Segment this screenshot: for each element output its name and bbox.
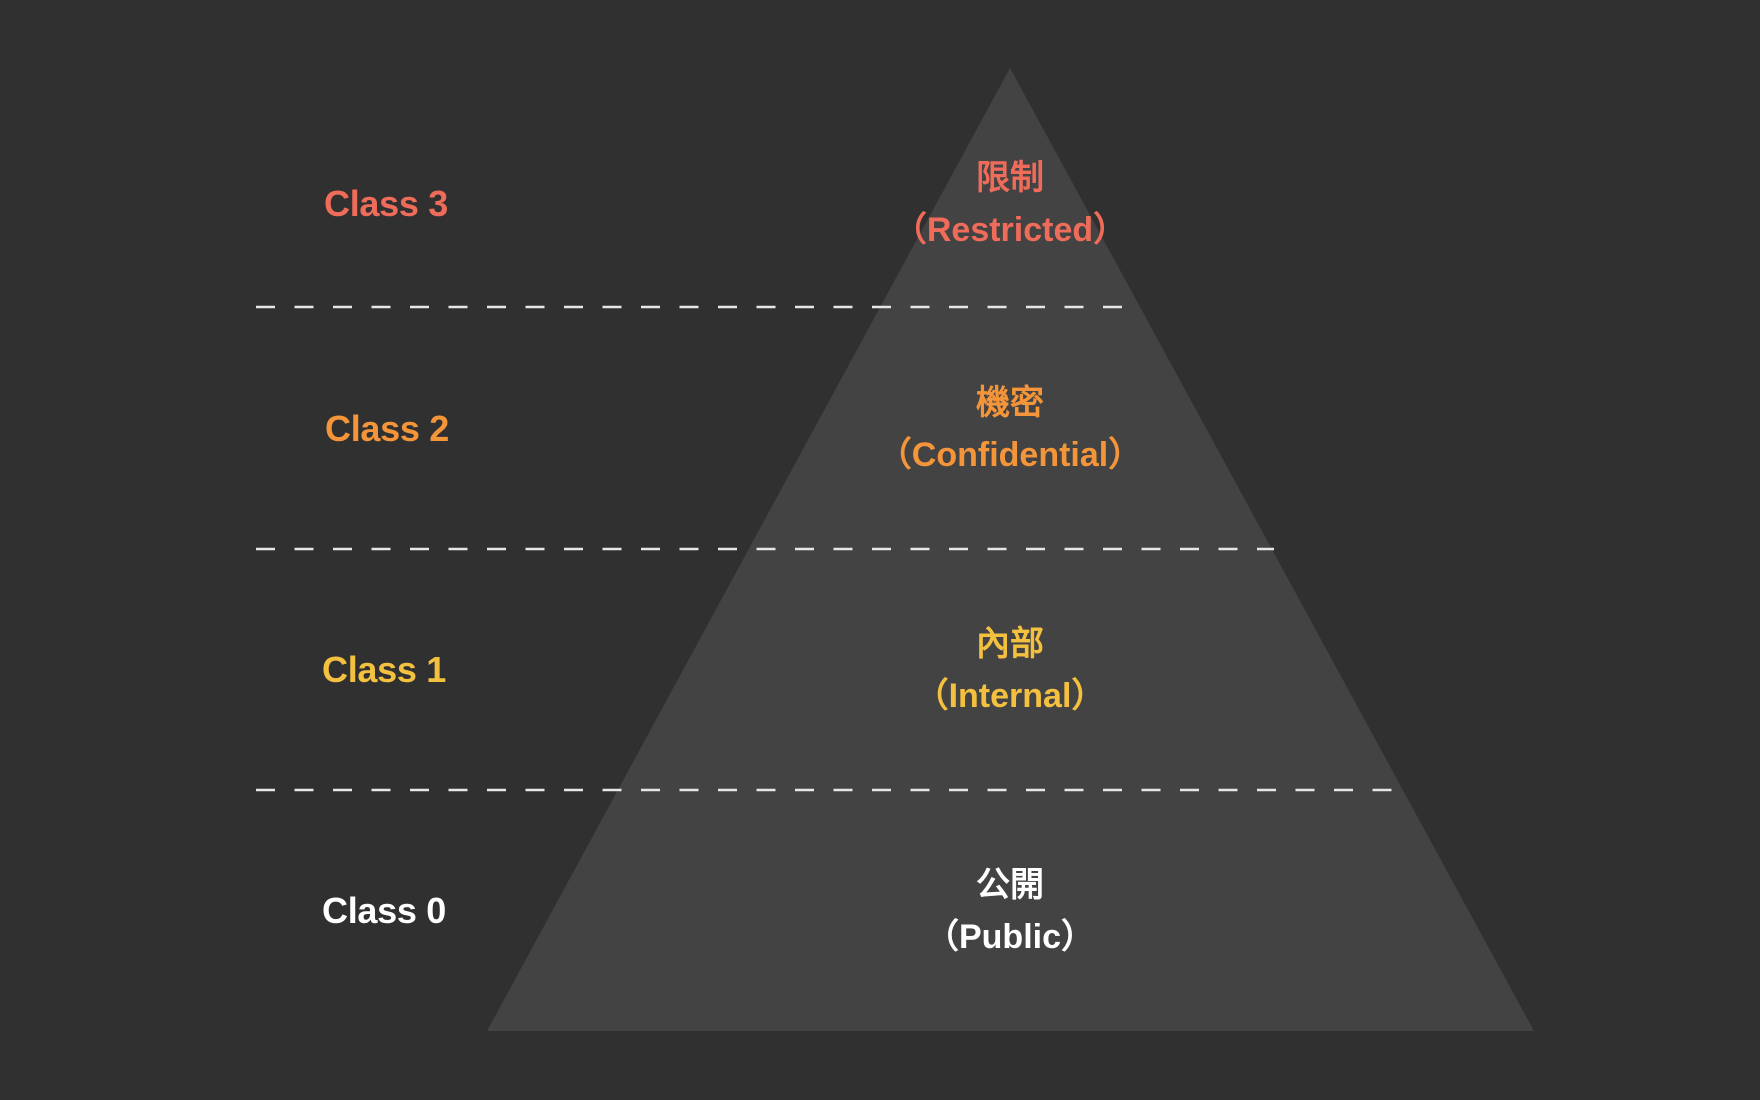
tier-restricted-en: （Restricted）	[892, 211, 1128, 249]
tier-internal-ja: 內部	[976, 625, 1044, 663]
class-label-2: Class 2	[325, 408, 449, 449]
tier-restricted: 限制 （Restricted）	[800, 152, 1220, 256]
class-label-1: Class 1	[322, 649, 446, 690]
tier-public-ja: 公開	[976, 866, 1044, 904]
tier-confidential-ja: 機密	[976, 384, 1044, 422]
tier-internal-en: （Internal）	[914, 677, 1106, 715]
tier-internal: 內部 （Internal）	[800, 618, 1220, 722]
class-label-0: Class 0	[322, 890, 446, 931]
tier-public-en: （Public）	[924, 918, 1096, 956]
tier-confidential: 機密 （Confidential）	[800, 377, 1220, 481]
class-label-3: Class 3	[324, 183, 448, 224]
tier-confidential-en: （Confidential）	[877, 436, 1143, 474]
tier-restricted-ja: 限制	[976, 159, 1044, 197]
tier-public: 公開 （Public）	[800, 859, 1220, 963]
